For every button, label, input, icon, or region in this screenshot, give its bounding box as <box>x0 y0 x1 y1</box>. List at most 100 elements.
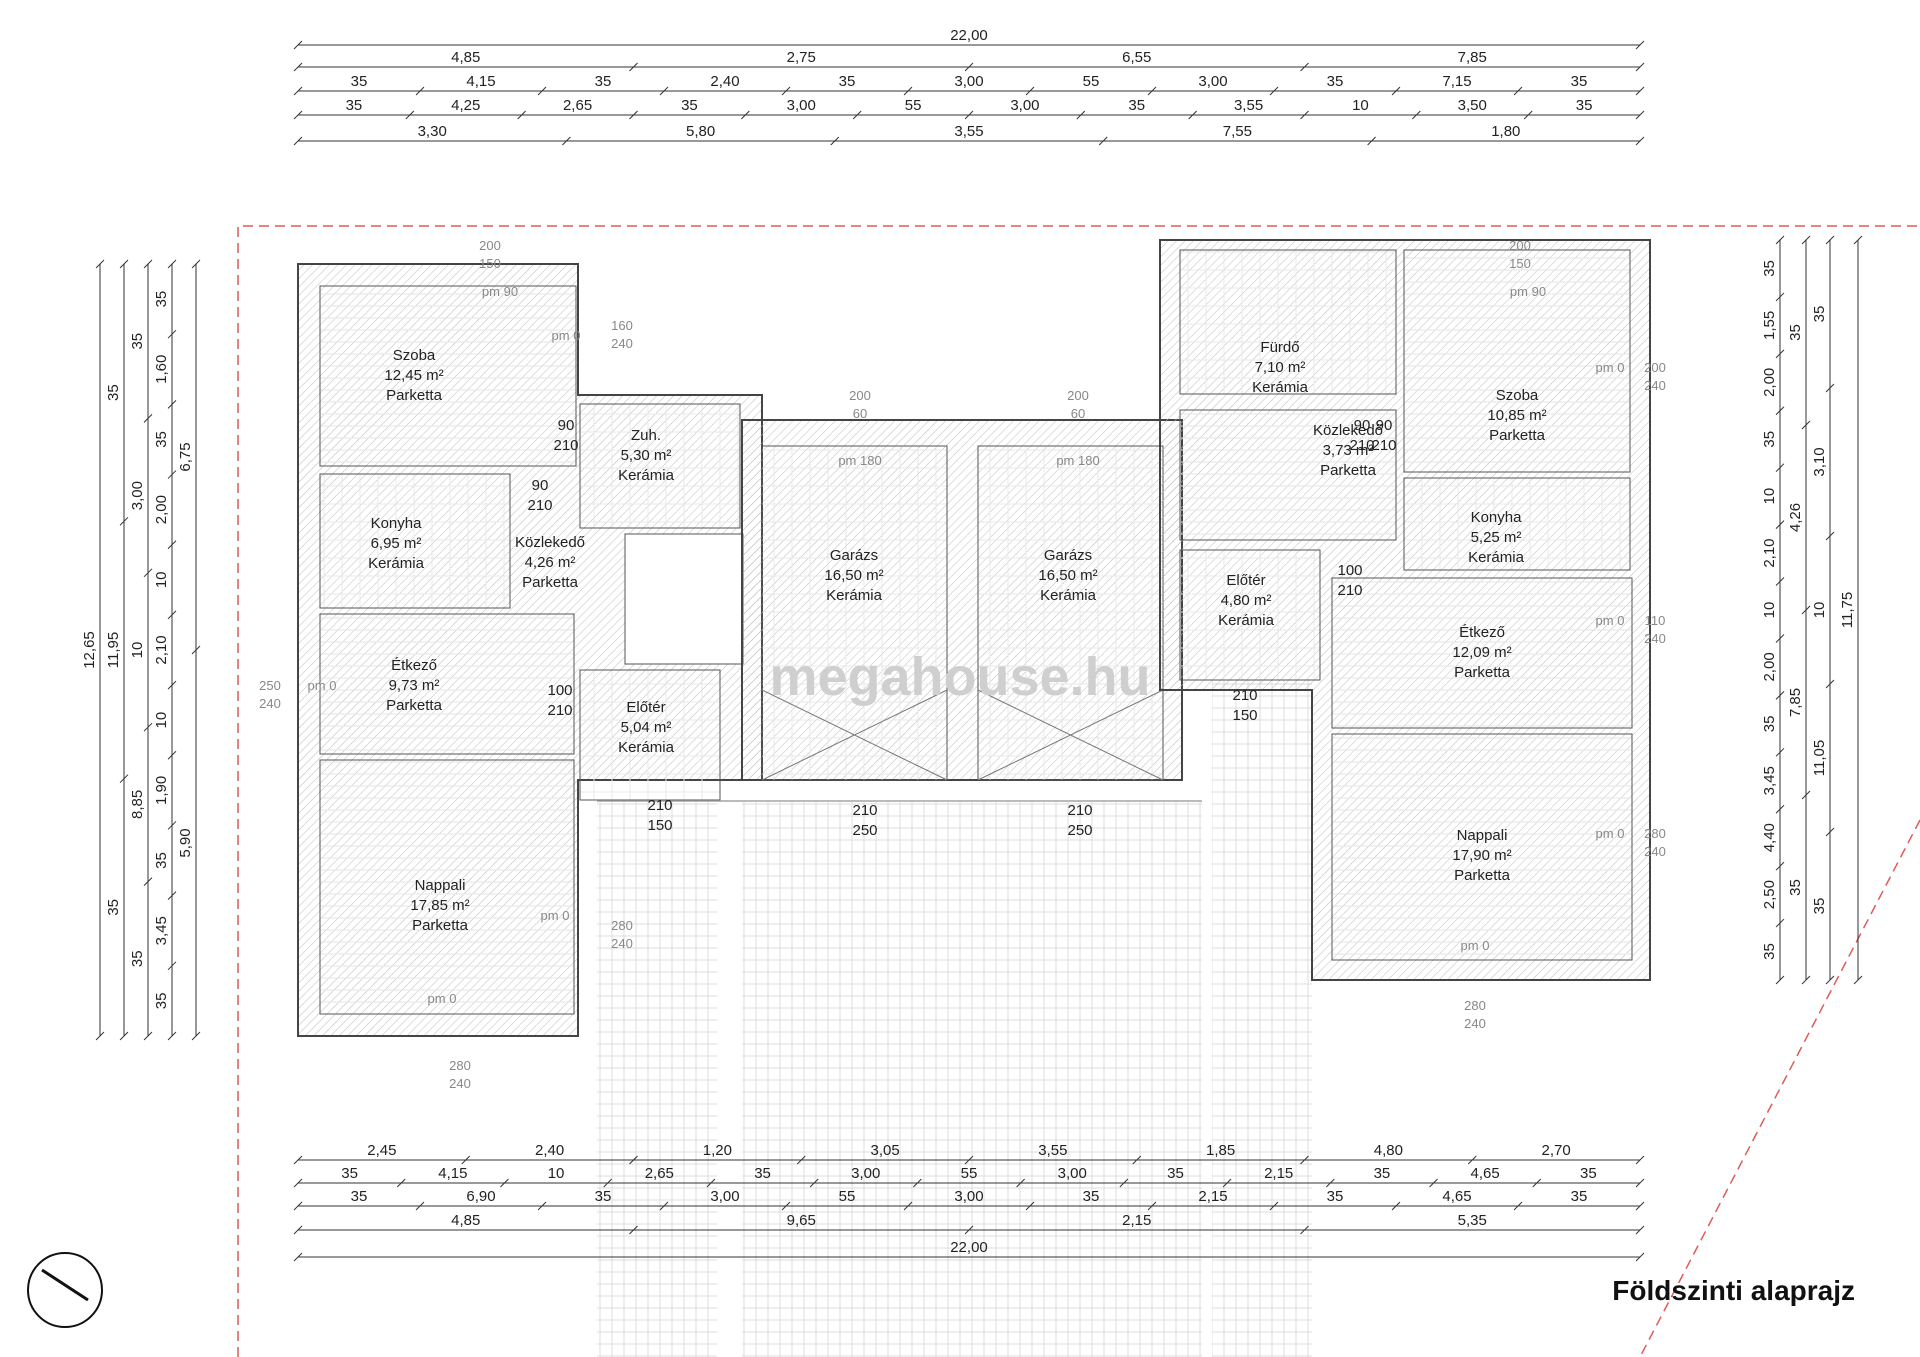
dimension-label: 2,00 <box>1761 368 1778 397</box>
dimension-tick <box>1635 1225 1645 1235</box>
room-area: 10,85 m² <box>1487 407 1546 424</box>
dimension-label: 35 <box>153 431 170 448</box>
dimension-tick <box>1119 1178 1129 1188</box>
window-width: 200 <box>1067 388 1089 403</box>
room-area: 3,73 m² <box>1323 442 1374 459</box>
dimension-tick <box>1801 420 1811 430</box>
dimension-tick <box>1825 235 1835 245</box>
window-height: 240 <box>611 336 633 351</box>
dimension-tick <box>143 1031 153 1041</box>
dimension-tick <box>293 1155 303 1165</box>
dimension-label: 2,75 <box>787 49 816 66</box>
dimension-tick <box>1775 975 1785 985</box>
dimension-label: 35 <box>595 1188 612 1205</box>
dimension-tick <box>167 821 177 830</box>
room-floor: Kerámia <box>368 555 425 572</box>
dimension-label: 2,65 <box>645 1165 674 1182</box>
dimension-label: 10 <box>153 571 170 588</box>
window-width: 200 <box>1644 360 1666 375</box>
dimension-label: 35 <box>1128 97 1145 114</box>
dimension-tick <box>1825 383 1835 393</box>
opening-width: 100 <box>547 682 572 699</box>
dimension-label: 4,65 <box>1471 1165 1500 1182</box>
north-arrow-icon <box>27 1252 103 1328</box>
dimension-tick <box>781 86 791 96</box>
room-floor: Kerámia <box>826 587 883 604</box>
opening-height: 250 <box>852 822 877 839</box>
dimension-label: 35 <box>1571 1188 1588 1205</box>
room-name: Étkező <box>391 657 437 674</box>
dimension-tick <box>1188 110 1198 120</box>
dimension-label: 2,45 <box>367 1142 396 1159</box>
dimension-tick <box>1635 1201 1645 1211</box>
dimension-tick <box>1775 349 1785 359</box>
dimension-tick <box>1467 1155 1477 1165</box>
dimension-tick <box>167 680 177 690</box>
sill-height-label: pm 0 <box>308 678 337 693</box>
dimension-label: 6,75 <box>177 442 194 471</box>
dimension-label: 35 <box>1374 1165 1391 1182</box>
dimension-tick <box>167 961 177 971</box>
opening-labels: 9021090210100210210150210250210250902109… <box>259 238 1666 1091</box>
dimension-tick <box>405 110 415 120</box>
dimension-label: 2,70 <box>1542 1142 1571 1159</box>
dimension-tick <box>167 540 177 550</box>
dimension-tick <box>143 259 153 269</box>
room-floor: Kerámia <box>618 739 675 756</box>
dimension-label: 1,80 <box>1491 123 1520 140</box>
dimension-tick <box>1775 861 1785 871</box>
window-width: 160 <box>611 318 633 333</box>
dimension-label: 35 <box>1167 1165 1184 1182</box>
dimension-label: 55 <box>961 1165 978 1182</box>
dimension-tick <box>1098 136 1108 146</box>
dimension-label: 3,00 <box>787 97 816 114</box>
dimension-tick <box>830 136 840 146</box>
dimension-label: 4,65 <box>1442 1188 1471 1205</box>
dimension-tick <box>659 86 669 96</box>
window-height: 240 <box>1644 631 1666 646</box>
dimension-tick <box>119 259 129 269</box>
dimension-label: 3,00 <box>710 1188 739 1205</box>
dimension-tick <box>852 110 862 120</box>
dimension-label: 2,15 <box>1198 1188 1227 1205</box>
dimension-label: 2,15 <box>1122 1212 1151 1229</box>
dimension-tick <box>1825 975 1835 985</box>
dimension-label: 3,10 <box>1811 447 1828 476</box>
dimension-tick <box>1076 110 1086 120</box>
dimension-label: 35 <box>1761 716 1778 733</box>
dimension-label: 2,10 <box>1761 538 1778 567</box>
dimension-tick <box>1367 136 1376 146</box>
opening-height: 210 <box>1337 582 1362 599</box>
room-area: 16,50 m² <box>1038 567 1097 584</box>
dimension-label: 11,95 <box>105 632 122 668</box>
watermark: megahouse.hu <box>769 647 1150 707</box>
window-width: 250 <box>259 678 281 693</box>
window-height: 240 <box>1644 378 1666 393</box>
dimension-label: 35 <box>1083 1188 1100 1205</box>
dimension-tick <box>517 110 527 120</box>
dimension-label: 3,55 <box>1234 97 1263 114</box>
window-height: 240 <box>1464 1016 1486 1031</box>
dimension-tick <box>537 1201 547 1211</box>
dimension-label: 55 <box>905 97 922 114</box>
dimension-tick <box>1775 406 1785 416</box>
dimension-tick <box>1635 136 1645 146</box>
dimension-tick <box>1775 235 1785 245</box>
dimension-label: 10 <box>1811 602 1828 619</box>
dimension-tick <box>1775 747 1785 757</box>
dimension-tick <box>119 774 129 784</box>
dimension-tick <box>706 1178 716 1188</box>
room-area: 7,10 m² <box>1255 359 1306 376</box>
dimension-label: 10 <box>153 712 170 729</box>
